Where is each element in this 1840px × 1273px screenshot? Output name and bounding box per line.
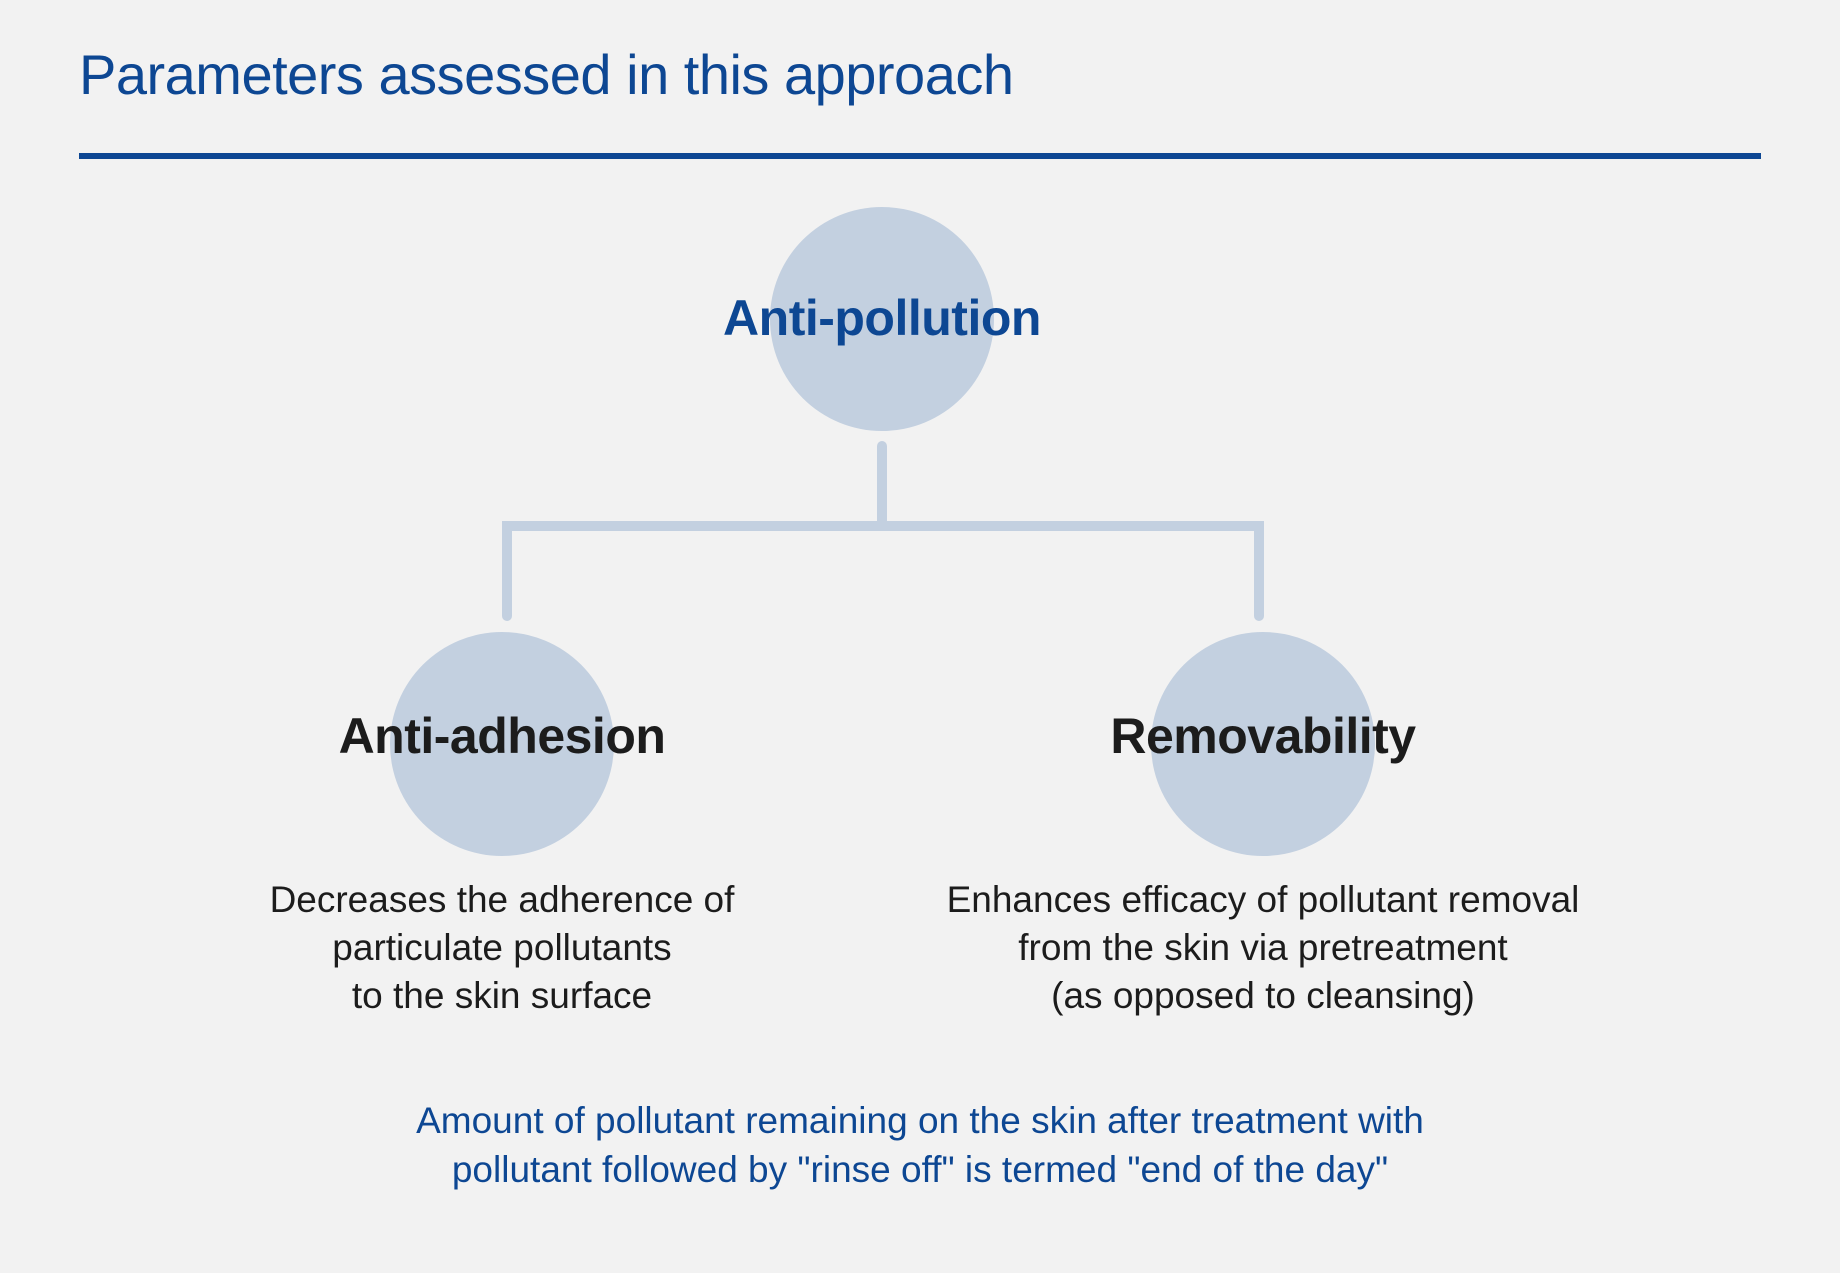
title-divider — [79, 153, 1761, 159]
child-node-circle-removability — [1151, 632, 1375, 856]
child-node-label-removability: Removability — [1110, 708, 1416, 764]
branch-connector — [502, 521, 1264, 621]
child-node-circle-anti-adhesion — [390, 632, 614, 856]
root-node-label: Anti-pollution — [723, 290, 1041, 346]
child-node-description-removability: Enhances efficacy of pollutant removal f… — [946, 879, 1580, 1016]
root-node-circle — [770, 207, 994, 431]
child-node-description-anti-adhesion: Decreases the adherence of particulate p… — [269, 879, 735, 1016]
page-title: Parameters assessed in this approach — [79, 43, 1014, 106]
footnote: Amount of pollutant remaining on the ski… — [416, 1100, 1424, 1190]
child-node-label-anti-adhesion: Anti-adhesion — [338, 708, 666, 764]
